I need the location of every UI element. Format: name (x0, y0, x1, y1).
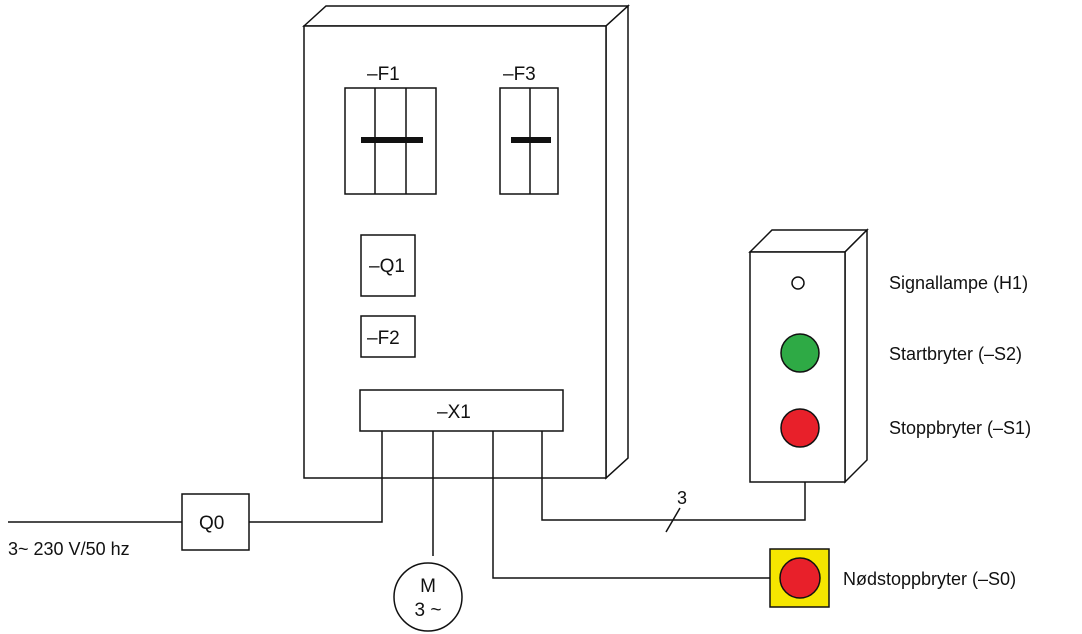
label-cable-conductors: 3 (677, 488, 687, 508)
overload-f2 (360, 315, 416, 358)
terminal-x1 (359, 389, 564, 432)
label-motor-symbol: M (420, 576, 436, 597)
label-supply: 3~ 230 V/50 hz (8, 539, 130, 559)
label-q0: Q0 (199, 513, 224, 534)
start-button-s2 (780, 333, 820, 373)
label-f1: –F1 (367, 64, 400, 85)
label-f3: –F3 (503, 64, 536, 85)
emergency-stop-s0 (779, 557, 821, 599)
wiring (8, 431, 806, 579)
fuse-f3 (499, 87, 559, 195)
contactor-q1 (360, 234, 416, 297)
label-f2: –F2 (367, 328, 400, 349)
label-stop-button: Stoppbryter (–S1) (889, 418, 1031, 438)
motor (393, 562, 463, 632)
label-emergency-stop: Nødstoppbryter (–S0) (843, 569, 1016, 589)
label-q1: –Q1 (369, 256, 405, 277)
label-motor-phases: 3 ~ (415, 600, 442, 621)
fuse-f1 (344, 87, 437, 195)
signal-lamp-h1 (791, 276, 805, 290)
label-x1: –X1 (437, 402, 471, 423)
main-switch-q0 (181, 493, 250, 551)
label-start-button: Startbryter (–S2) (889, 344, 1022, 364)
label-signal-lamp: Signallampe (H1) (889, 273, 1028, 293)
stop-button-s1 (780, 408, 820, 448)
